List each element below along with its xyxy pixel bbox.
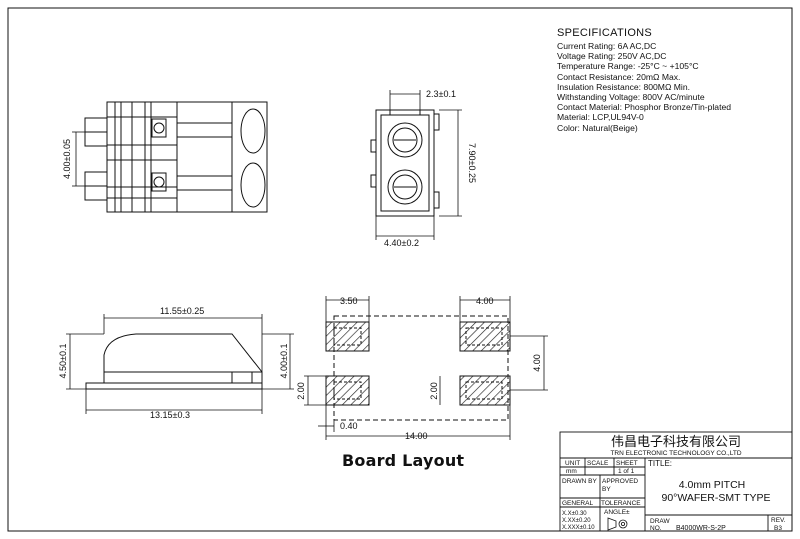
rev-value: B3 bbox=[774, 525, 782, 532]
title-label: TITLE: bbox=[648, 459, 672, 468]
spec-line: Temperature Range: -25°C ~ +105°C bbox=[557, 61, 699, 72]
dim-board-total: 14.00 bbox=[405, 431, 428, 441]
spec-line: Color: Natural(Beige) bbox=[557, 122, 638, 133]
unit-label: UNIT bbox=[565, 460, 580, 467]
dim-side-bottom: 13.15±0.3 bbox=[150, 410, 190, 420]
spec-line: Withstanding Voltage: 800V AC/minute bbox=[557, 92, 705, 103]
spec-line: Contact Resistance: 20mΩ Max. bbox=[557, 71, 681, 82]
dim-board-mid-side: 2.00 bbox=[429, 382, 439, 400]
dim-front-width: 2.3±0.1 bbox=[426, 89, 456, 99]
spec-line: Contact Material: Phosphor Bronze/Tin-pl… bbox=[557, 102, 732, 113]
draw-no: B4000WR-S-2P bbox=[676, 525, 726, 532]
dim-board-left-top: 3.50 bbox=[340, 296, 358, 306]
drawn-by: DRAWN BY bbox=[562, 478, 597, 485]
dim-top-pitch: 4.00±0.05 bbox=[62, 139, 72, 179]
spec-line: Material: LCP,UL94V-0 bbox=[557, 112, 644, 123]
scale-label: SCALE bbox=[587, 460, 609, 467]
front-view bbox=[370, 90, 462, 240]
angle-label: ANGLE± bbox=[604, 509, 630, 516]
no-label: NO. bbox=[650, 525, 662, 532]
rev-label: REV. bbox=[771, 517, 786, 524]
tol-3: X.XXX±0.10 bbox=[562, 525, 595, 531]
dim-front-bottom: 4.40±0.2 bbox=[384, 238, 419, 248]
board-layout bbox=[304, 296, 548, 440]
projection-symbol-icon bbox=[607, 517, 628, 531]
company-cn: 伟昌电子科技有限公司 bbox=[611, 435, 741, 450]
title-block bbox=[559, 431, 793, 532]
dim-board-left-side: 2.00 bbox=[296, 382, 306, 400]
unit-value: mm bbox=[566, 468, 577, 475]
tolerance-label: TOLERANCE bbox=[601, 500, 641, 507]
dim-side-right: 4.00±0.1 bbox=[279, 344, 289, 379]
tol-1: X.X±0.30 bbox=[562, 511, 587, 517]
tol-2: X.XX±0.20 bbox=[562, 518, 591, 524]
dim-board-right-side: 4.00 bbox=[532, 354, 542, 372]
approved-by-2: BY bbox=[602, 486, 611, 493]
dim-board-offset: 0.40 bbox=[340, 421, 358, 431]
draw-label: DRAW bbox=[650, 518, 670, 525]
title-line1: 4.0mm PITCH bbox=[679, 479, 746, 491]
top-view bbox=[72, 101, 268, 213]
specifications: SPECIFICATIONS Current Rating: 6A AC,DC … bbox=[557, 27, 731, 133]
board-layout-label: Board Layout bbox=[342, 451, 465, 470]
approved-by-1: APPROVED bbox=[602, 478, 638, 485]
sheet-label: SHEET bbox=[616, 460, 638, 467]
dim-front-height: 7.90±0.25 bbox=[467, 143, 477, 183]
spec-line: Voltage Rating: 250V AC,DC bbox=[557, 51, 667, 62]
spec-line: Insulation Resistance: 800MΩ Min. bbox=[557, 81, 691, 92]
dim-side-top: 11.55±0.25 bbox=[160, 306, 204, 316]
company-en: TRN ELECTRONIC TECHNOLOGY CO.,LTD bbox=[610, 450, 741, 457]
general-label: GENERAL bbox=[562, 500, 593, 507]
dim-side-left: 4.50±0.1 bbox=[58, 344, 68, 379]
sheet-frame bbox=[7, 7, 793, 532]
spec-line: Current Rating: 6A AC,DC bbox=[557, 41, 657, 51]
title-line2: 90°WAFER-SMT TYPE bbox=[661, 492, 770, 504]
dim-board-right-top: 4.00 bbox=[476, 296, 494, 306]
sheet-value: 1 of 1 bbox=[618, 468, 635, 475]
side-view bbox=[66, 314, 294, 414]
specifications-title: SPECIFICATIONS bbox=[557, 27, 653, 39]
